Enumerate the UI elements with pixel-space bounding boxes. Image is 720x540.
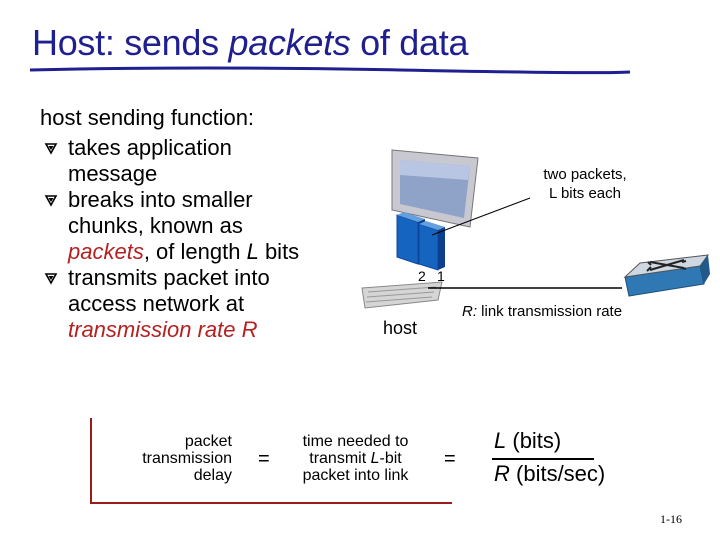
- monitor-icon: [391, 149, 479, 228]
- intro-text: host sending function:: [40, 105, 255, 130]
- packet-number-1: 1: [437, 268, 445, 284]
- equals-sign: =: [444, 448, 456, 470]
- equals-sign: =: [258, 448, 270, 470]
- packet-icon: [418, 221, 445, 271]
- title-underline: [29, 66, 631, 75]
- slide-number: 1-16: [660, 512, 682, 526]
- keyboard-icon: [361, 281, 443, 309]
- packets-pointer-line: [431, 197, 531, 236]
- bullet-arrow-icon: [44, 273, 58, 285]
- bullet-arrow-icon: [44, 195, 58, 207]
- fraction-bar: [492, 458, 594, 460]
- router-icon: [623, 254, 710, 297]
- formula-box: [90, 418, 452, 504]
- host-label: host: [383, 318, 418, 338]
- packets-label: two packets,L bits each: [543, 166, 627, 202]
- link-rate-label: R: link transmission rate: [462, 303, 623, 320]
- packet-number-2: 2: [418, 268, 426, 284]
- fraction-denominator: R (bits/sec): [494, 461, 606, 486]
- bullet-arrow-icon: [44, 143, 58, 155]
- fraction-numerator: L (bits): [494, 428, 562, 453]
- slide-title: Host: sends packets of data: [32, 22, 469, 63]
